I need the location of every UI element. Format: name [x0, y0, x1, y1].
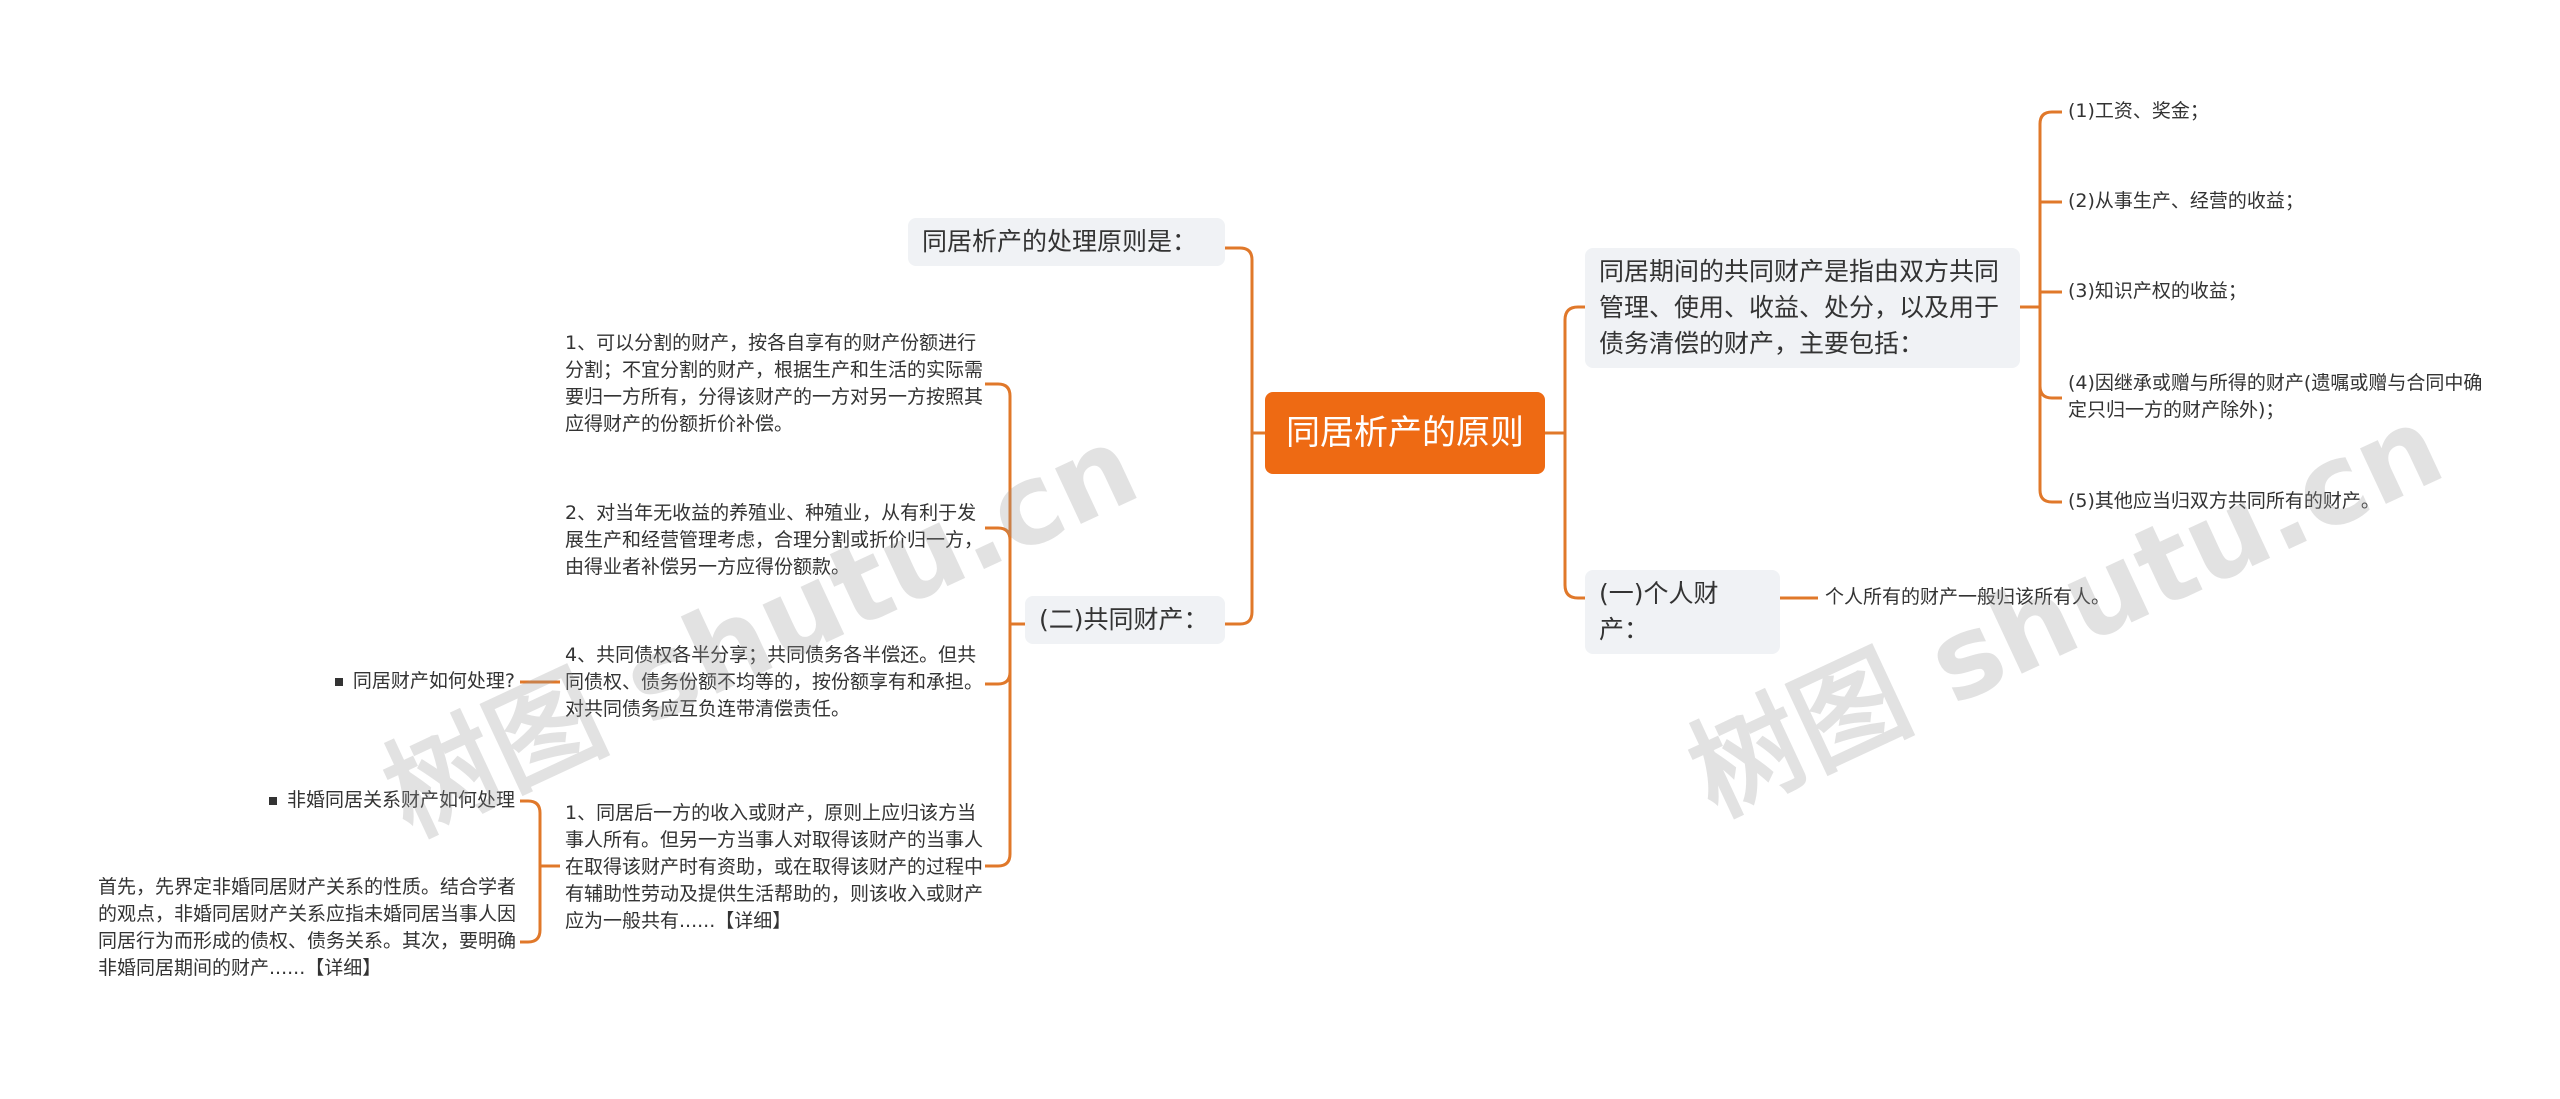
link-root-left — [1225, 246, 1265, 626]
common-property-node[interactable]: 同居期间的共同财产是指由双方共同管理、使用、收益、处分，以及用于债务清偿的财产，… — [1585, 248, 2020, 368]
joint-item-2[interactable]: 2、对当年无收益的养殖业、种殖业，从有利于发展生产和经营管理考虑，合理分割或折价… — [565, 502, 984, 578]
link-common-items — [2020, 110, 2062, 504]
related-detail[interactable]: 首先，先界定非婚同居财产关系的性质。结合学者的观点，非婚同居财产关系应指未婚同居… — [98, 876, 517, 979]
personal-leaf[interactable]: 个人所有的财产一般归该所有人。 — [1825, 586, 2111, 608]
root-topic[interactable]: 同居析产的原则 — [1265, 392, 1545, 474]
bullet-icon — [334, 677, 343, 686]
common-item-2[interactable]: (2)从事生产、经营的收益； — [2068, 190, 2304, 212]
personal-property-node[interactable]: (一)个人财产： — [1585, 570, 1780, 654]
link-item-related2 — [520, 799, 560, 944]
joint-item-4[interactable]: 1、同居后一方的收入或财产，原则上应归该方当事人所有。但另一方当事人对取得该财产… — [565, 802, 984, 932]
common-item-1[interactable]: (1)工资、奖金； — [2068, 100, 2209, 122]
related-label-1[interactable]: 同居财产如何处理? — [352, 670, 515, 692]
principle-node[interactable]: 同居析产的处理原则是： — [908, 218, 1225, 266]
joint-item-3[interactable]: 4、共同债权各半分享；共同债务各半偿还。但共同债权、债务份额不均等的，按份额享有… — [565, 644, 984, 720]
common-item-5[interactable]: (5)其他应当归双方共同所有的财产。 — [2068, 490, 2380, 512]
common-item-3[interactable]: (3)知识产权的收益； — [2068, 280, 2247, 302]
joint-item-1[interactable]: 1、可以分割的财产，按各自享有的财产份额进行分割；不宜分割的财产，根据生产和生活… — [565, 332, 984, 435]
bullet-icon — [268, 796, 277, 805]
common-item-4[interactable]: (4)因继承或赠与所得的财产(遗嘱或赠与合同中确定只归一方的财产除外)； — [2068, 372, 2483, 421]
related-link-2[interactable]: 非婚同居关系财产如何处理 — [200, 787, 515, 814]
link-root-right — [1545, 305, 1595, 600]
related-link-1[interactable]: 同居财产如何处理? — [200, 668, 515, 695]
link-joint-items — [985, 382, 1030, 868]
related-label-2[interactable]: 非婚同居关系财产如何处理 — [286, 789, 515, 811]
joint-property-node[interactable]: (二)共同财产： — [1025, 596, 1225, 644]
